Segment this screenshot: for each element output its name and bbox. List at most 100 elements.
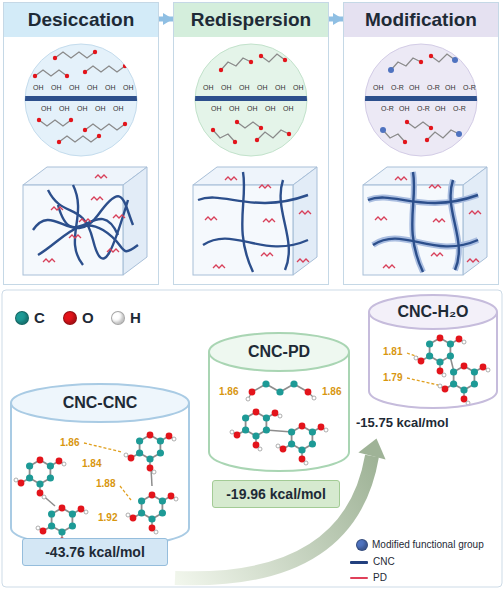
legend-text: C — [34, 309, 45, 327]
label-holder: 1.84 — [82, 458, 101, 469]
energy-value: -15.75 kcal/mol — [356, 416, 449, 430]
group-label: OH — [211, 105, 222, 113]
label-holder: OH — [113, 105, 124, 113]
stage-heading: Redispersion — [191, 9, 311, 31]
legend-text: H — [130, 309, 141, 327]
modification-illustration — [368, 172, 478, 272]
modification-illustration — [363, 167, 487, 275]
desiccation-illustration — [33, 185, 138, 265]
redispersion-illustration — [193, 44, 317, 275]
energy-box: -19.96 kcal/mol — [212, 480, 340, 508]
modification-illustration — [452, 57, 458, 63]
legend-text: Modified functional group — [372, 539, 484, 551]
redispersion-illustration — [205, 177, 311, 268]
legend-swatch — [15, 311, 29, 325]
redispersion-illustration — [198, 172, 308, 272]
label-holder: OH — [399, 105, 410, 113]
modification-illustration — [388, 67, 394, 73]
cnc-pd-molecule — [246, 397, 250, 401]
group-label: OH — [105, 84, 116, 92]
label-holder: 1.79 — [383, 372, 402, 383]
group-label: OH — [435, 105, 446, 113]
bond-distance: 1.86 — [219, 386, 238, 397]
group-label: OH — [59, 105, 70, 113]
label-holder: O-R — [391, 84, 404, 92]
bond-distance: 1.92 — [98, 512, 117, 523]
legend-line — [350, 561, 368, 564]
legend-text: PD — [373, 572, 387, 584]
legend-line — [350, 577, 368, 579]
cylinder-body — [11, 403, 189, 547]
modification-illustration — [368, 172, 478, 272]
flow-arrow — [159, 17, 173, 22]
cnc-pd-molecule — [276, 423, 328, 465]
panel-header: Modification — [344, 3, 498, 37]
label-holder: O-R — [427, 84, 440, 92]
label-holder: OH — [265, 105, 276, 113]
label-holder: OH — [221, 84, 232, 92]
modification-illustration — [363, 96, 479, 101]
label-holder: OH — [59, 105, 70, 113]
complex-name: CNC-H₂O — [397, 303, 468, 321]
group-label: O-R — [463, 84, 476, 92]
cnc-pd-molecule — [230, 380, 328, 465]
bond-distance: 1.81 — [383, 346, 402, 357]
energy-box: -43.76 kcal/mol — [22, 538, 168, 566]
energy-section — [2, 290, 502, 587]
group-label: O-R — [381, 105, 394, 113]
label-holder: -15.75 kcal/mol — [356, 416, 449, 430]
cnc-cnc-molecule — [126, 492, 178, 534]
legend-swatch — [356, 539, 368, 551]
label-holder: OH — [247, 105, 258, 113]
group-label: OH — [247, 105, 258, 113]
group-label: O-R — [453, 105, 466, 113]
cnc-cnc-molecule — [14, 432, 178, 547]
cylinder-title: CNC-PD — [208, 332, 350, 372]
label-holder: O-R — [463, 84, 476, 92]
group-label: OH — [123, 84, 134, 92]
label-holder: OH — [51, 84, 62, 92]
cylinder-title: CNC-H₂O — [368, 294, 498, 330]
group-label: OH — [221, 84, 232, 92]
desiccation-illustration — [23, 96, 139, 101]
cnc-pd-molecule — [262, 380, 269, 387]
label-holder: OH — [373, 84, 384, 92]
group-label: OH — [283, 105, 294, 113]
label-holder: OH — [445, 84, 456, 92]
label-holder: OH — [87, 84, 98, 92]
flow-arrow — [329, 17, 343, 22]
legend-text: CNC — [373, 556, 395, 568]
label-holder: OH — [95, 105, 106, 113]
label-holder: OH — [275, 84, 286, 92]
group-label: OH — [41, 105, 52, 113]
group-label: OH — [33, 84, 44, 92]
stage-panel: Redispersion — [173, 2, 329, 285]
group-label: OH — [77, 105, 88, 113]
stage-panel: Desiccation — [3, 2, 159, 285]
energy-value: -43.76 kcal/mol — [45, 544, 145, 560]
cnc-h2o-molecule — [414, 335, 466, 377]
cnc-pd-molecule — [230, 409, 282, 451]
group-label: OH — [203, 84, 214, 92]
panel-header: Desiccation — [4, 3, 158, 37]
modification-illustration — [375, 177, 481, 268]
label-holder: 1.86 — [219, 386, 238, 397]
cnc-cnc-molecule — [124, 432, 176, 474]
energy-value: -19.96 kcal/mol — [226, 486, 326, 502]
label-holder: 1.88 — [96, 478, 115, 489]
label-holder: OH — [239, 84, 250, 92]
cnc-h2o-molecule — [407, 378, 438, 385]
legend-swatch — [111, 311, 125, 325]
legend-holder: PD — [373, 572, 387, 584]
cnc-cnc-molecule — [14, 457, 66, 499]
legend-holder: Modified functional group — [372, 539, 484, 551]
cnc-cnc-molecule — [120, 486, 131, 500]
label-holder: O-R — [417, 105, 430, 113]
modification-illustration — [363, 44, 487, 275]
label-holder: OH — [283, 105, 294, 113]
bond-distance: 1.84 — [82, 458, 101, 469]
cylinder-top — [209, 333, 349, 371]
label-holder: O-R — [381, 105, 394, 113]
stage-heading: Desiccation — [28, 9, 135, 31]
